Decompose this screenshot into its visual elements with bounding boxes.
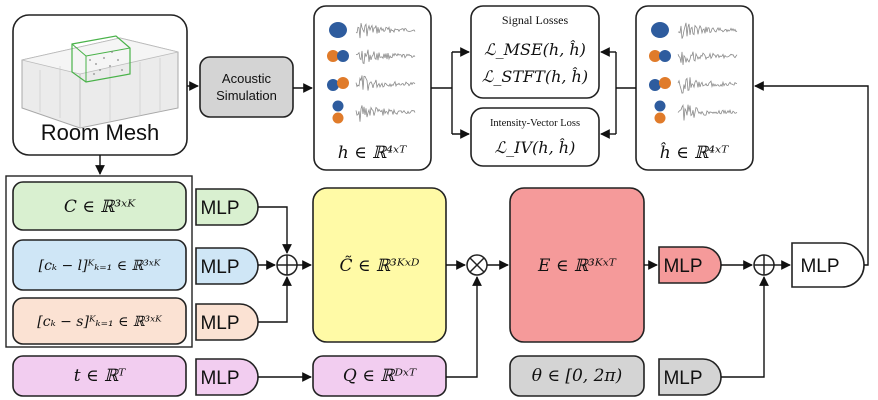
mlp-theta: MLP (658, 358, 722, 396)
waveform-plot (355, 75, 416, 91)
dipole-sphere-icon (327, 77, 349, 91)
dipole-sphere-icon (329, 22, 347, 38)
waveform-plot (355, 105, 416, 122)
mlp-final: MLP (791, 242, 865, 288)
connectors (95, 47, 869, 382)
svg-text:MLP: MLP (800, 256, 839, 277)
room-mesh-box: Room Mesh (12, 14, 188, 156)
svg-text:MLP: MLP (200, 198, 239, 219)
dipole-sphere-icon (649, 77, 671, 91)
c-input-label: C ∈ ℝ³ˣᴷ (64, 197, 136, 217)
mse-loss: ℒ_MSE(h, ĥ) (484, 39, 586, 59)
acoustic-simulation-line2: Simulation (216, 88, 277, 103)
c-tilde-box: C̃ ∈ ℝ³ᴷˣᴰ (312, 187, 447, 343)
times-circle-icon (466, 254, 488, 276)
iv-loss-title: Intensity-Vector Loss (490, 118, 580, 129)
dipole-sphere-icon (654, 100, 666, 124)
plus-circle-icon (276, 254, 298, 276)
theta-box: θ ∈ [0, 2π) (509, 355, 645, 397)
mlp-e: MLP (658, 246, 722, 284)
dipole-sphere-icon (332, 100, 344, 124)
svg-text:MLP: MLP (200, 257, 239, 278)
iv-loss: ℒ_IV(h, ĥ) (495, 137, 576, 157)
h-waveform-box: h ∈ ℝ⁴ˣᵀ (313, 5, 432, 171)
acoustic-simulation-box: Acoustic Simulation (199, 56, 294, 118)
svg-text:MLP: MLP (663, 368, 702, 389)
q-label: Q ∈ ℝᴰˣᵀ (343, 366, 417, 386)
acoustic-simulation-line1: Acoustic (222, 71, 272, 86)
input-group-frame (5, 175, 193, 348)
svg-text:MLP: MLP (200, 368, 239, 389)
t-input-label: t ∈ ℝᵀ (74, 366, 126, 386)
h-hat-label: ĥ ∈ ℝ⁴ˣᵀ (660, 142, 729, 163)
svg-text:MLP: MLP (663, 256, 702, 277)
cl-input-label: [cₖ − l]ᴷₖ₌₁ ∈ ℝ³ˣᴷ (39, 258, 162, 274)
h-hat-waveform-box: ĥ ∈ ℝ⁴ˣᵀ (635, 5, 754, 171)
stft-loss: ℒ_STFT(h, ĥ) (482, 66, 588, 86)
waveform-plot (677, 22, 738, 39)
signal-losses-box: Signal Losses ℒ_MSE(h, ĥ) ℒ_STFT(h, ĥ) (470, 5, 600, 99)
mlp-t: MLP (195, 358, 259, 396)
cs-input-box: [cₖ − s]ᴷₖ₌₁ ∈ ℝ³ˣᴷ (12, 297, 187, 345)
dipole-sphere-icon (327, 50, 349, 62)
intensity-vector-loss-box: Intensity-Vector Loss ℒ_IV(h, ĥ) (470, 107, 600, 167)
waveform-plot (355, 23, 416, 39)
t-input-box: t ∈ ℝᵀ (12, 355, 187, 397)
cs-input-label: [cₖ − s]ᴷₖ₌₁ ∈ ℝ³ˣᴷ (37, 314, 163, 330)
mlp-c: MLP (195, 188, 259, 226)
room-mesh-label: Room Mesh (41, 120, 160, 145)
waveform-plot (677, 51, 738, 65)
h-hat-waveform-plots (649, 22, 738, 124)
room-mesh-image (21, 35, 179, 129)
e-label: E ∈ ℝ³ᴷˣᵀ (537, 256, 617, 276)
c-input-box: C ∈ ℝ³ˣᴷ (12, 181, 187, 231)
waveform-plot (355, 49, 416, 65)
waveform-plot (677, 77, 738, 94)
h-label: h ∈ ℝ⁴ˣᵀ (338, 143, 407, 163)
plus-circle-icon (753, 254, 775, 276)
mlp-cs: MLP (195, 303, 259, 341)
dipole-sphere-icon (649, 50, 671, 62)
mlp-cl: MLP (195, 247, 259, 285)
q-box: Q ∈ ℝᴰˣᵀ (312, 355, 447, 397)
dipole-sphere-icon (651, 22, 669, 38)
theta-label: θ ∈ [0, 2π) (532, 366, 623, 386)
c-tilde-label: C̃ ∈ ℝ³ᴷˣᴰ (340, 256, 420, 276)
h-waveform-plots (327, 22, 416, 124)
svg-text:MLP: MLP (200, 313, 239, 334)
waveform-plot (677, 103, 738, 121)
e-box: E ∈ ℝ³ᴷˣᵀ (509, 187, 645, 343)
cl-input-box: [cₖ − l]ᴷₖ₌₁ ∈ ℝ³ˣᴷ (12, 239, 187, 291)
signal-losses-title: Signal Losses (502, 13, 569, 27)
